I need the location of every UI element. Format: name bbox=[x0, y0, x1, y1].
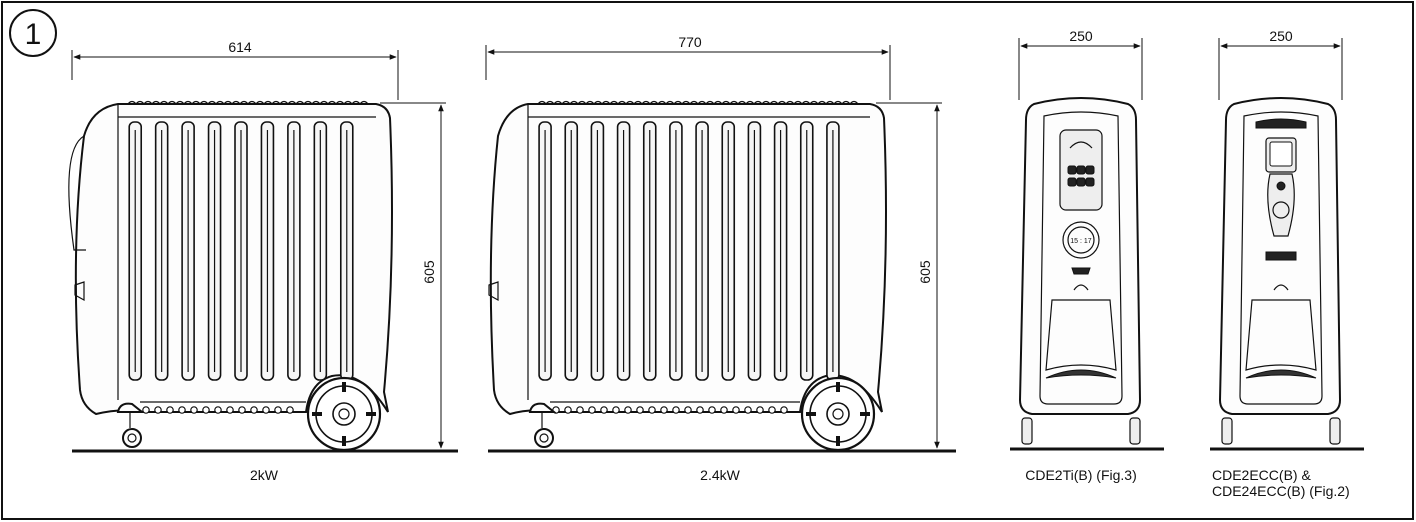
bolt bbox=[262, 406, 270, 414]
bolt bbox=[214, 406, 222, 414]
height-dimension-value: 605 bbox=[917, 260, 933, 284]
front-caster-hub bbox=[539, 433, 549, 443]
heater-caption: 2.4kW bbox=[700, 467, 740, 483]
lower-grip bbox=[1045, 369, 1117, 379]
handle-top bbox=[1273, 284, 1289, 291]
bolt bbox=[684, 406, 692, 414]
top-ridges bbox=[127, 100, 369, 105]
bolt bbox=[732, 406, 740, 414]
bolt bbox=[612, 406, 620, 414]
control-buttons bbox=[1067, 165, 1095, 187]
lower-panel bbox=[1245, 299, 1317, 371]
radiator-fins bbox=[538, 121, 840, 381]
figure-number-badge: 1 bbox=[9, 9, 57, 57]
bolt bbox=[672, 406, 680, 414]
bolt bbox=[780, 406, 788, 414]
control-button bbox=[1276, 181, 1286, 191]
bolt bbox=[166, 406, 174, 414]
lcd-screen bbox=[1269, 141, 1293, 167]
side-clip bbox=[74, 281, 85, 302]
inner-shell bbox=[1039, 111, 1123, 405]
side-clip bbox=[488, 281, 499, 302]
front-caster bbox=[534, 428, 554, 448]
bolt bbox=[142, 406, 150, 414]
side-caster-left bbox=[1021, 417, 1033, 445]
bolt bbox=[636, 406, 644, 414]
side-caster-left bbox=[1221, 417, 1233, 445]
inner-shell bbox=[1239, 111, 1323, 405]
vent-grille bbox=[1265, 251, 1297, 261]
model-caption: CDE2Ti(B) (Fig.3) bbox=[1025, 467, 1137, 483]
side-caster-right bbox=[1329, 417, 1341, 445]
side-view-cde2ecc: 250 CDE2ECC(B) & CDE24ECC(B) (Fig.2) bbox=[1210, 28, 1364, 499]
bolt bbox=[250, 406, 258, 414]
bolt bbox=[720, 406, 728, 414]
rear-wheel bbox=[800, 376, 876, 452]
top-ridges bbox=[537, 100, 859, 105]
bolt bbox=[708, 406, 716, 414]
width-dimension-value: 770 bbox=[678, 34, 702, 50]
side-view-cde2ti: 250 15 : 17 CDE2Ti(B) (Fig.3) bbox=[1010, 28, 1164, 483]
timer-dial bbox=[1062, 221, 1100, 259]
bolt bbox=[178, 406, 186, 414]
front-foot bbox=[528, 402, 557, 413]
bolt bbox=[286, 406, 294, 414]
bolt bbox=[744, 406, 752, 414]
bolt bbox=[624, 406, 632, 414]
bolt bbox=[564, 406, 572, 414]
bolt bbox=[202, 406, 210, 414]
bolt bbox=[696, 406, 704, 414]
figure-number: 1 bbox=[25, 18, 42, 51]
bolt bbox=[600, 406, 608, 414]
model-caption-line-1: CDE2ECC(B) & bbox=[1212, 467, 1311, 483]
bolt bbox=[226, 406, 234, 414]
handle-top bbox=[1073, 284, 1089, 291]
bolt bbox=[756, 406, 764, 414]
control-knob bbox=[1272, 201, 1290, 219]
lower-grip bbox=[1245, 369, 1317, 379]
model-caption-line-2: CDE24ECC(B) (Fig.2) bbox=[1212, 483, 1350, 499]
heater-24kw-front-view: 770 605 2. bbox=[485, 34, 956, 483]
bolt bbox=[576, 406, 584, 414]
bolt bbox=[588, 406, 596, 414]
width-dimension-value: 250 bbox=[1069, 28, 1093, 44]
bottom-bolt-strip bbox=[552, 406, 788, 414]
bolt bbox=[154, 406, 162, 414]
bottom-bolt-strip bbox=[142, 406, 294, 414]
bolt bbox=[648, 406, 656, 414]
width-dimension-value: 250 bbox=[1269, 28, 1293, 44]
heater-shell bbox=[1018, 97, 1142, 415]
rear-wheel bbox=[306, 376, 382, 452]
bolt bbox=[190, 406, 198, 414]
lower-panel bbox=[1045, 299, 1117, 371]
vent-grille bbox=[1071, 267, 1091, 275]
front-caster bbox=[122, 428, 142, 448]
side-caster-right bbox=[1129, 417, 1141, 445]
figure-number-circle bbox=[9, 9, 57, 57]
bolt bbox=[238, 406, 246, 414]
timer-display: 15 : 17 bbox=[1070, 238, 1092, 245]
bolt bbox=[660, 406, 668, 414]
side-handle bbox=[68, 135, 86, 251]
dial-arc bbox=[1069, 141, 1093, 149]
bolt bbox=[274, 406, 282, 414]
bolt bbox=[768, 406, 776, 414]
radiator-fins bbox=[128, 121, 354, 381]
heater-2kw-front-view: 614 605 bbox=[68, 39, 458, 483]
height-dimension-value: 605 bbox=[421, 260, 437, 284]
control-column bbox=[1267, 173, 1295, 237]
heater-caption: 2kW bbox=[250, 467, 279, 483]
top-vent bbox=[1255, 118, 1307, 129]
front-foot bbox=[116, 402, 145, 413]
front-caster-hub bbox=[127, 433, 137, 443]
width-dimension-value: 614 bbox=[228, 39, 252, 55]
